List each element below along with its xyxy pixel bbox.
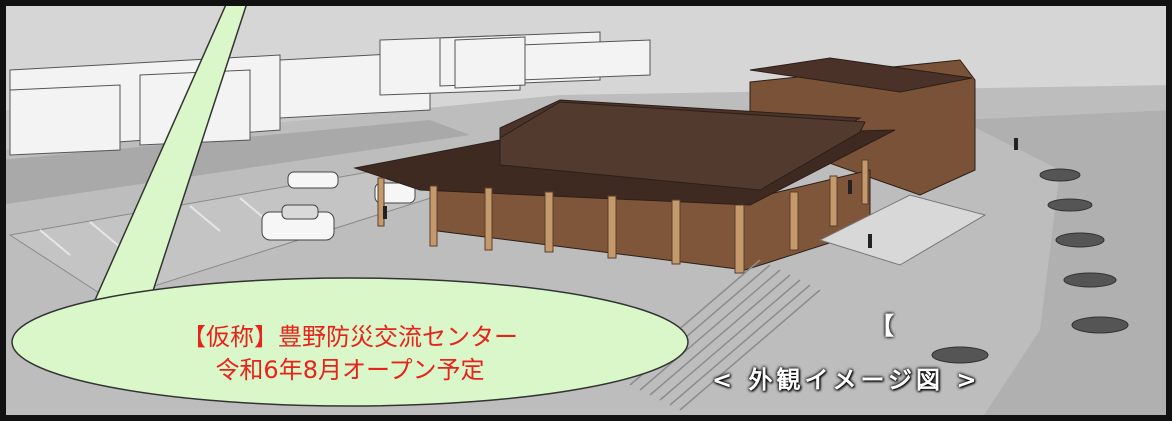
main-building — [353, 57, 976, 271]
columns — [377, 159, 869, 274]
callout-bubble — [11, 277, 689, 407]
background-buildings — [9, 31, 651, 156]
parked-cars — [261, 171, 416, 241]
